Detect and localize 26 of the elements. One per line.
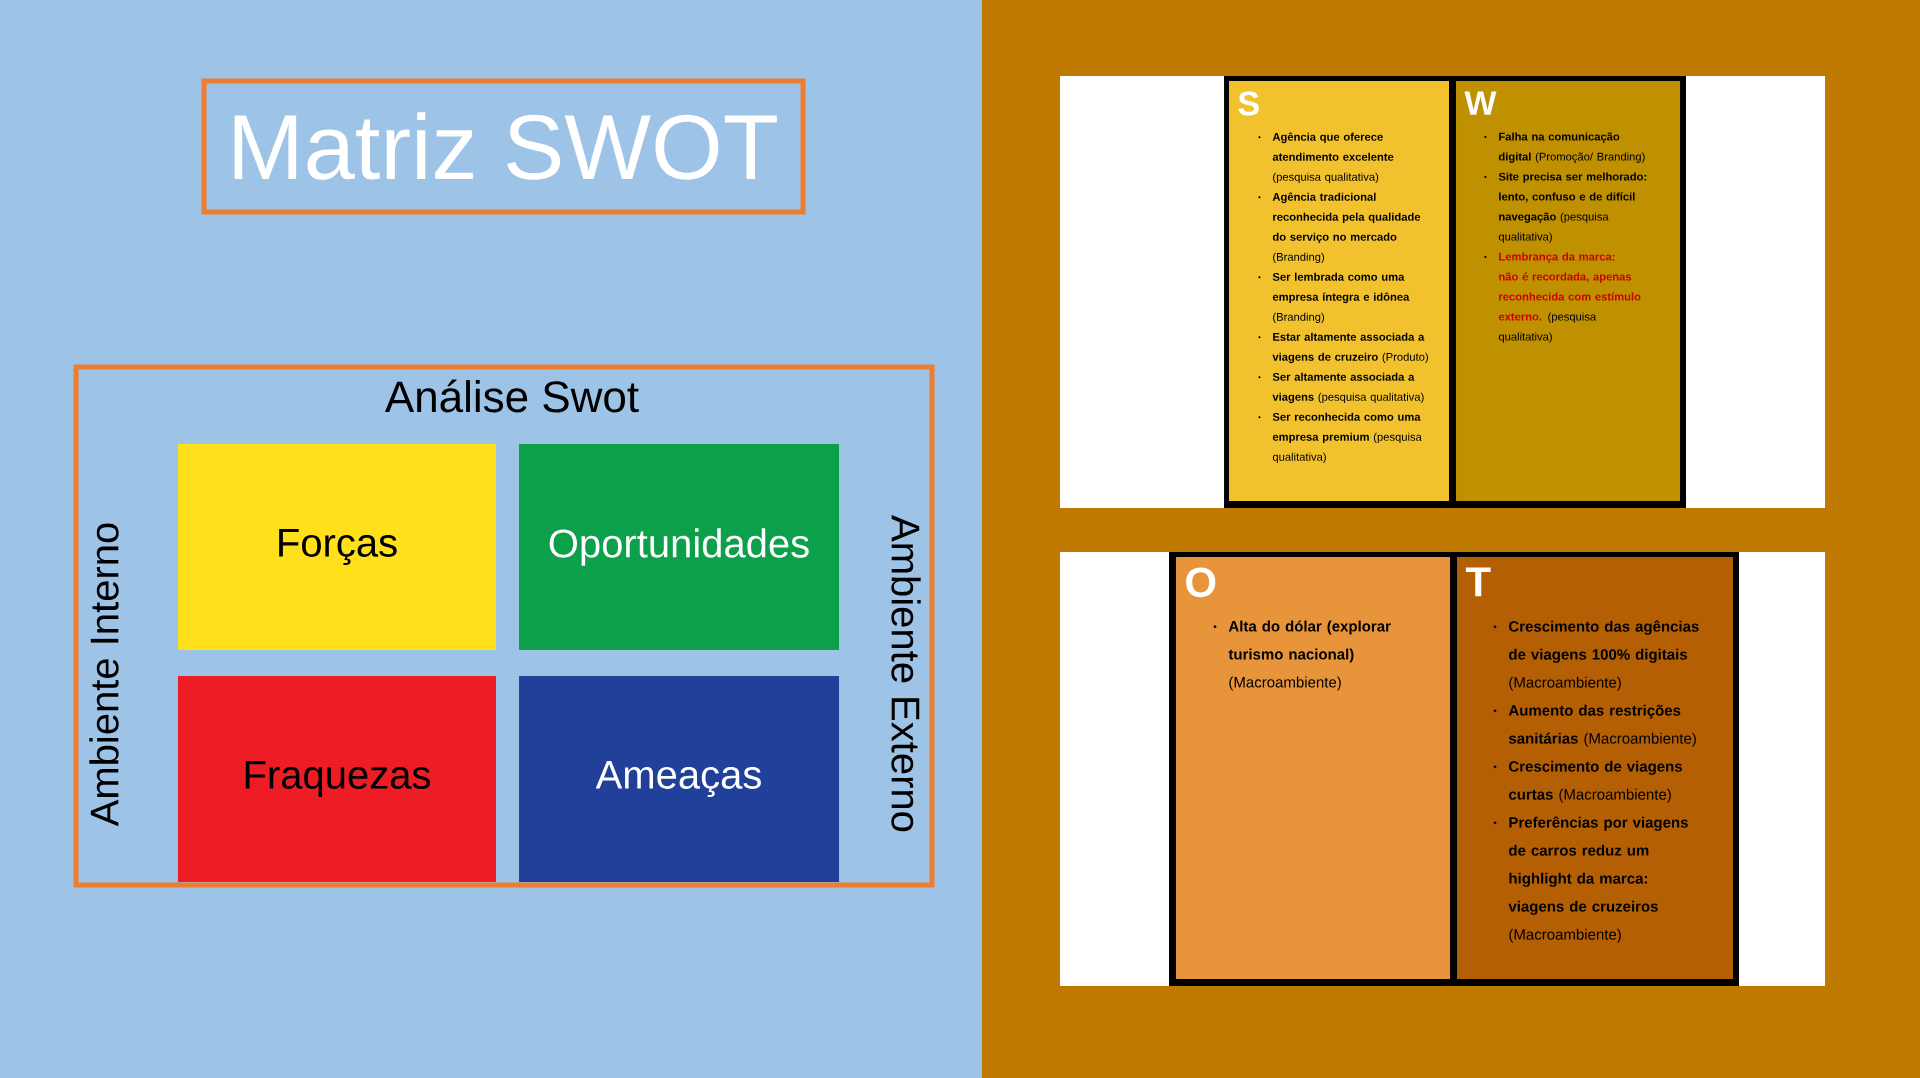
bullet-item: Ser lembrada como uma empresa íntegra e idônea (Branding) — [1258, 272, 1410, 324]
bullet-item: Alta do dólar (explorar turismo nacional) (Macroambiente) — [1213, 620, 1391, 691]
quadrant-box: Forças — [178, 444, 496, 650]
title-box: Matriz SWOT — [201, 78, 806, 215]
bullet-item: Agência tradicional reconhecida pela qualidade do serviço no mercado (Branding) — [1258, 192, 1421, 264]
bullet-item: Preferências por viagens de carros reduz um highlight da marca: viagens de cruzeiros (Macroambiente) — [1493, 816, 1688, 943]
bullet-item: Agência que oferece atendimento excelente (pesquisa qualitativa) — [1258, 132, 1394, 184]
quadrant-box: Oportunidades — [519, 444, 839, 650]
bullet-item: Falha na comunicação digital (Promoção/ Branding) — [1484, 132, 1645, 163]
bullet-item: Ser altamente associada a viagens (pesquisa qualitativa) — [1258, 372, 1424, 404]
bullet-item: Lembrança da marca: não é recordada, apenas reconhecida com estímulo externo. (pesquisa qualitativa) — [1484, 252, 1641, 343]
bullet-item: Crescimento das agências de viagens 100% digitais (Macroambiente) — [1493, 620, 1699, 691]
panel-letter: T — [1465, 567, 1491, 597]
bullet-item: Estar altamente associada a viagens de cruzeiro (Produto) — [1258, 332, 1428, 364]
frame-heading: Análise Swot — [384, 379, 639, 413]
panel-letter: O — [1186, 567, 1216, 598]
panel-letter: W — [1464, 91, 1497, 115]
side-label: Ambiente Externo — [891, 515, 921, 832]
bullet-item: Aumento das restrições sanitárias (Macroambiente) — [1493, 704, 1696, 747]
bullet-item: Crescimento de viagens curtas (Macroambiente) — [1493, 760, 1682, 803]
bullet-item: Site precisa ser melhorado: lento, confuso e de difícil navegação (pesquisa qualitativa) — [1484, 172, 1647, 243]
quadrant-box: Ameaças — [519, 676, 839, 882]
panel-letter: S — [1238, 91, 1259, 116]
quadrant-box: Fraquezas — [178, 676, 496, 882]
side-label: Ambiente Interno — [89, 523, 119, 827]
bullet-item: Ser reconhecida como uma empresa premium (pesquisa qualitativa) — [1258, 412, 1422, 464]
